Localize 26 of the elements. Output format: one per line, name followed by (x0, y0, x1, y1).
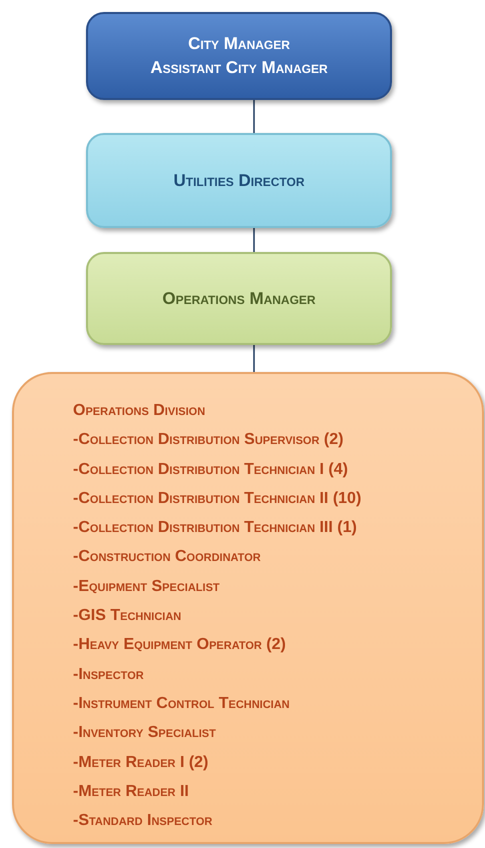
position-item: -Equipment Specialist (73, 576, 221, 597)
role-box (86, 12, 392, 100)
role-title: Assistant City Manager (150, 57, 328, 79)
position-item: -Collection Distribution Technician II (10) (73, 488, 362, 509)
position-item: -Collection Distribution Technician I (4) (73, 460, 349, 480)
role-box (86, 133, 392, 228)
position-item: -Meter Reader I (2) (73, 752, 210, 773)
division-heading: Operations Division (73, 401, 206, 421)
connector-line (253, 228, 255, 252)
position-item: -Collection Distribution Technician III (1) (73, 518, 358, 538)
role-title: City Manager (188, 33, 290, 55)
position-item: -Collection Distribution Supervisor (2) (73, 430, 344, 450)
connector-line (253, 345, 255, 372)
division-box (12, 372, 484, 844)
position-item: -Heavy Equipment Operator (2) (73, 635, 287, 656)
position-item: -Inspector (73, 664, 145, 685)
position-item: -GIS Technician (73, 606, 182, 626)
position-item: -Construction Coordinator (73, 547, 262, 568)
role-title: Utilities Director (173, 170, 305, 192)
position-item: -Meter Reader II (73, 782, 190, 802)
position-item: -Standard Inspector (73, 811, 214, 832)
role-title: Operations Manager (162, 288, 316, 310)
connector-line (253, 100, 255, 133)
position-item: -Instrument Control Technician (73, 694, 291, 714)
position-item: -Inventory Specialist (73, 723, 217, 744)
role-box (86, 252, 392, 345)
